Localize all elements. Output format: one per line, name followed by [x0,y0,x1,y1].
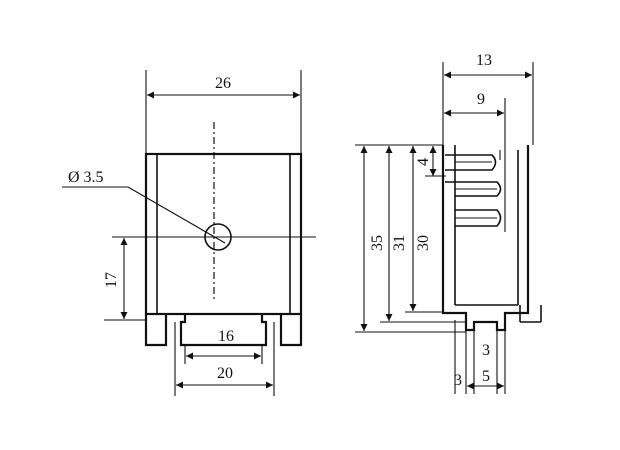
dim-label-30: 30 [415,235,432,251]
fin-middle [445,181,502,197]
dim-label-20: 20 [217,365,233,382]
right-foot [279,314,303,347]
dim-label-35: 35 [369,235,386,251]
dim-label-16: 16 [218,328,234,345]
dim-label-26: 26 [215,75,231,92]
dim-label-9: 9 [477,91,485,108]
dim-label-31: 31 [391,235,408,251]
hole-diameter-label: Ø 3.5 [68,169,104,186]
side-view: 13 9 4 35 31 30 3 3 5 [355,52,542,394]
side-profile-outline [441,145,530,332]
fin-upper [445,154,497,171]
dim-label-5: 5 [482,368,490,385]
hole-diameter-leader-diagonal [127,186,226,244]
fin-lower [455,209,502,227]
front-view: 26 Ø 3.5 17 16 20 [62,70,316,396]
front-body-outline [144,152,303,316]
dim-label-17: 17 [103,272,120,288]
dim-label-13: 13 [476,52,492,69]
mounting-tab [179,314,268,347]
left-foot [144,314,168,347]
dim-label-3-foot: 3 [482,342,490,359]
dim-label-3-lip: 3 [454,372,462,389]
dim-label-4: 4 [415,158,432,166]
